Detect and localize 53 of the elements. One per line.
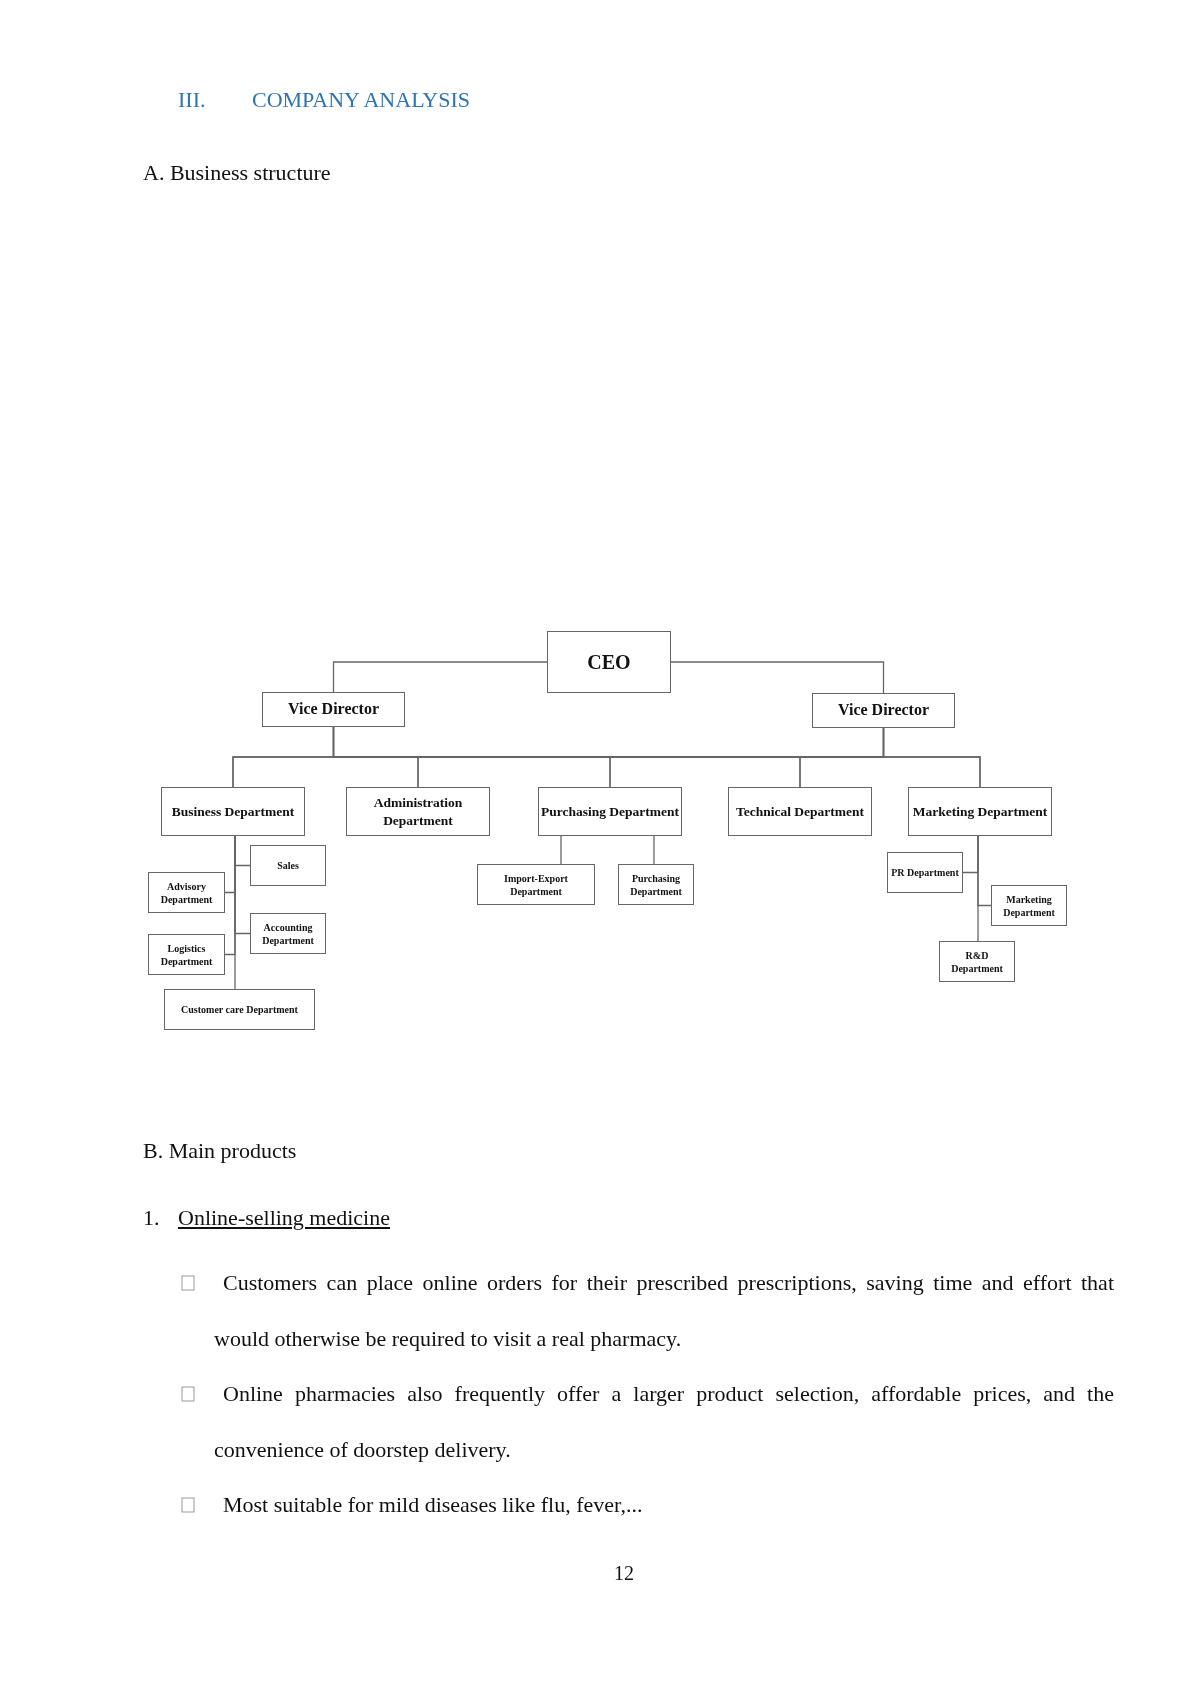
org-label: Technical Department [735, 802, 865, 821]
org-box [538, 787, 682, 836]
org-label: Advisory Department [159, 879, 214, 906]
page-number: 12 [614, 1562, 634, 1585]
subsection-heading: A. Business structure [143, 160, 331, 186]
org-label: Logistics Department [159, 941, 214, 968]
connector-line [670, 661, 885, 694]
org-box [164, 989, 315, 1030]
org-box [346, 787, 490, 836]
bullet-paragraph: Online pharmacies also frequently offer a larger product selection, affordable prices, and the convenience of doorstep delivery. [214, 1380, 1114, 1464]
org-box [477, 864, 595, 905]
connector-line [332, 661, 548, 693]
bullet-paragraph: Customers can place online orders for their prescribed prescriptions, saving time and effort that would otherwise be required to visit a real pharmacy. [214, 1269, 1114, 1353]
bullet-paragraph: Most suitable for mild diseases like flu, fever,... [222, 1491, 644, 1519]
org-label: Marketing Department [912, 802, 1048, 821]
org-label: Accounting Department [261, 920, 315, 947]
org-label: Vice Director [837, 700, 930, 721]
org-label: Import-Export Department [503, 871, 569, 898]
org-label: Purchasing Department [540, 802, 680, 821]
org-label: Business Department [171, 802, 295, 821]
org-box [728, 787, 872, 836]
org-box [618, 864, 694, 905]
org-box [148, 934, 225, 975]
org-box [812, 693, 955, 728]
org-box [908, 787, 1052, 836]
connector-line [653, 835, 655, 865]
org-box [939, 941, 1015, 982]
org-box [161, 787, 305, 836]
connector-line [234, 835, 236, 990]
list-heading: Online-selling medicine [178, 1205, 390, 1231]
org-label: PR Department [891, 866, 959, 879]
org-box [547, 631, 671, 693]
list-number: 1. [143, 1205, 160, 1231]
connector-line [560, 835, 562, 865]
org-label: R&D Department [950, 948, 1004, 975]
org-box [991, 885, 1067, 926]
org-label: CEO [587, 650, 631, 675]
connector-line [977, 835, 979, 942]
org-label: Marketing Department [1002, 892, 1056, 919]
org-label: Purchasing Department [629, 871, 683, 898]
org-box [148, 872, 225, 913]
connector-line [882, 727, 981, 788]
org-label: Administration Department [372, 793, 464, 830]
org-box [250, 845, 326, 886]
section-number: III. [178, 87, 206, 113]
org-label: Sales [277, 859, 299, 872]
org-box [250, 913, 326, 954]
section-heading: COMPANY ANALYSIS [252, 87, 471, 113]
org-box [262, 692, 405, 727]
org-label: Vice Director [287, 699, 380, 720]
subsection-heading: B. Main products [143, 1138, 297, 1164]
org-box [887, 852, 963, 893]
org-label: Customer care Department [181, 1003, 298, 1016]
